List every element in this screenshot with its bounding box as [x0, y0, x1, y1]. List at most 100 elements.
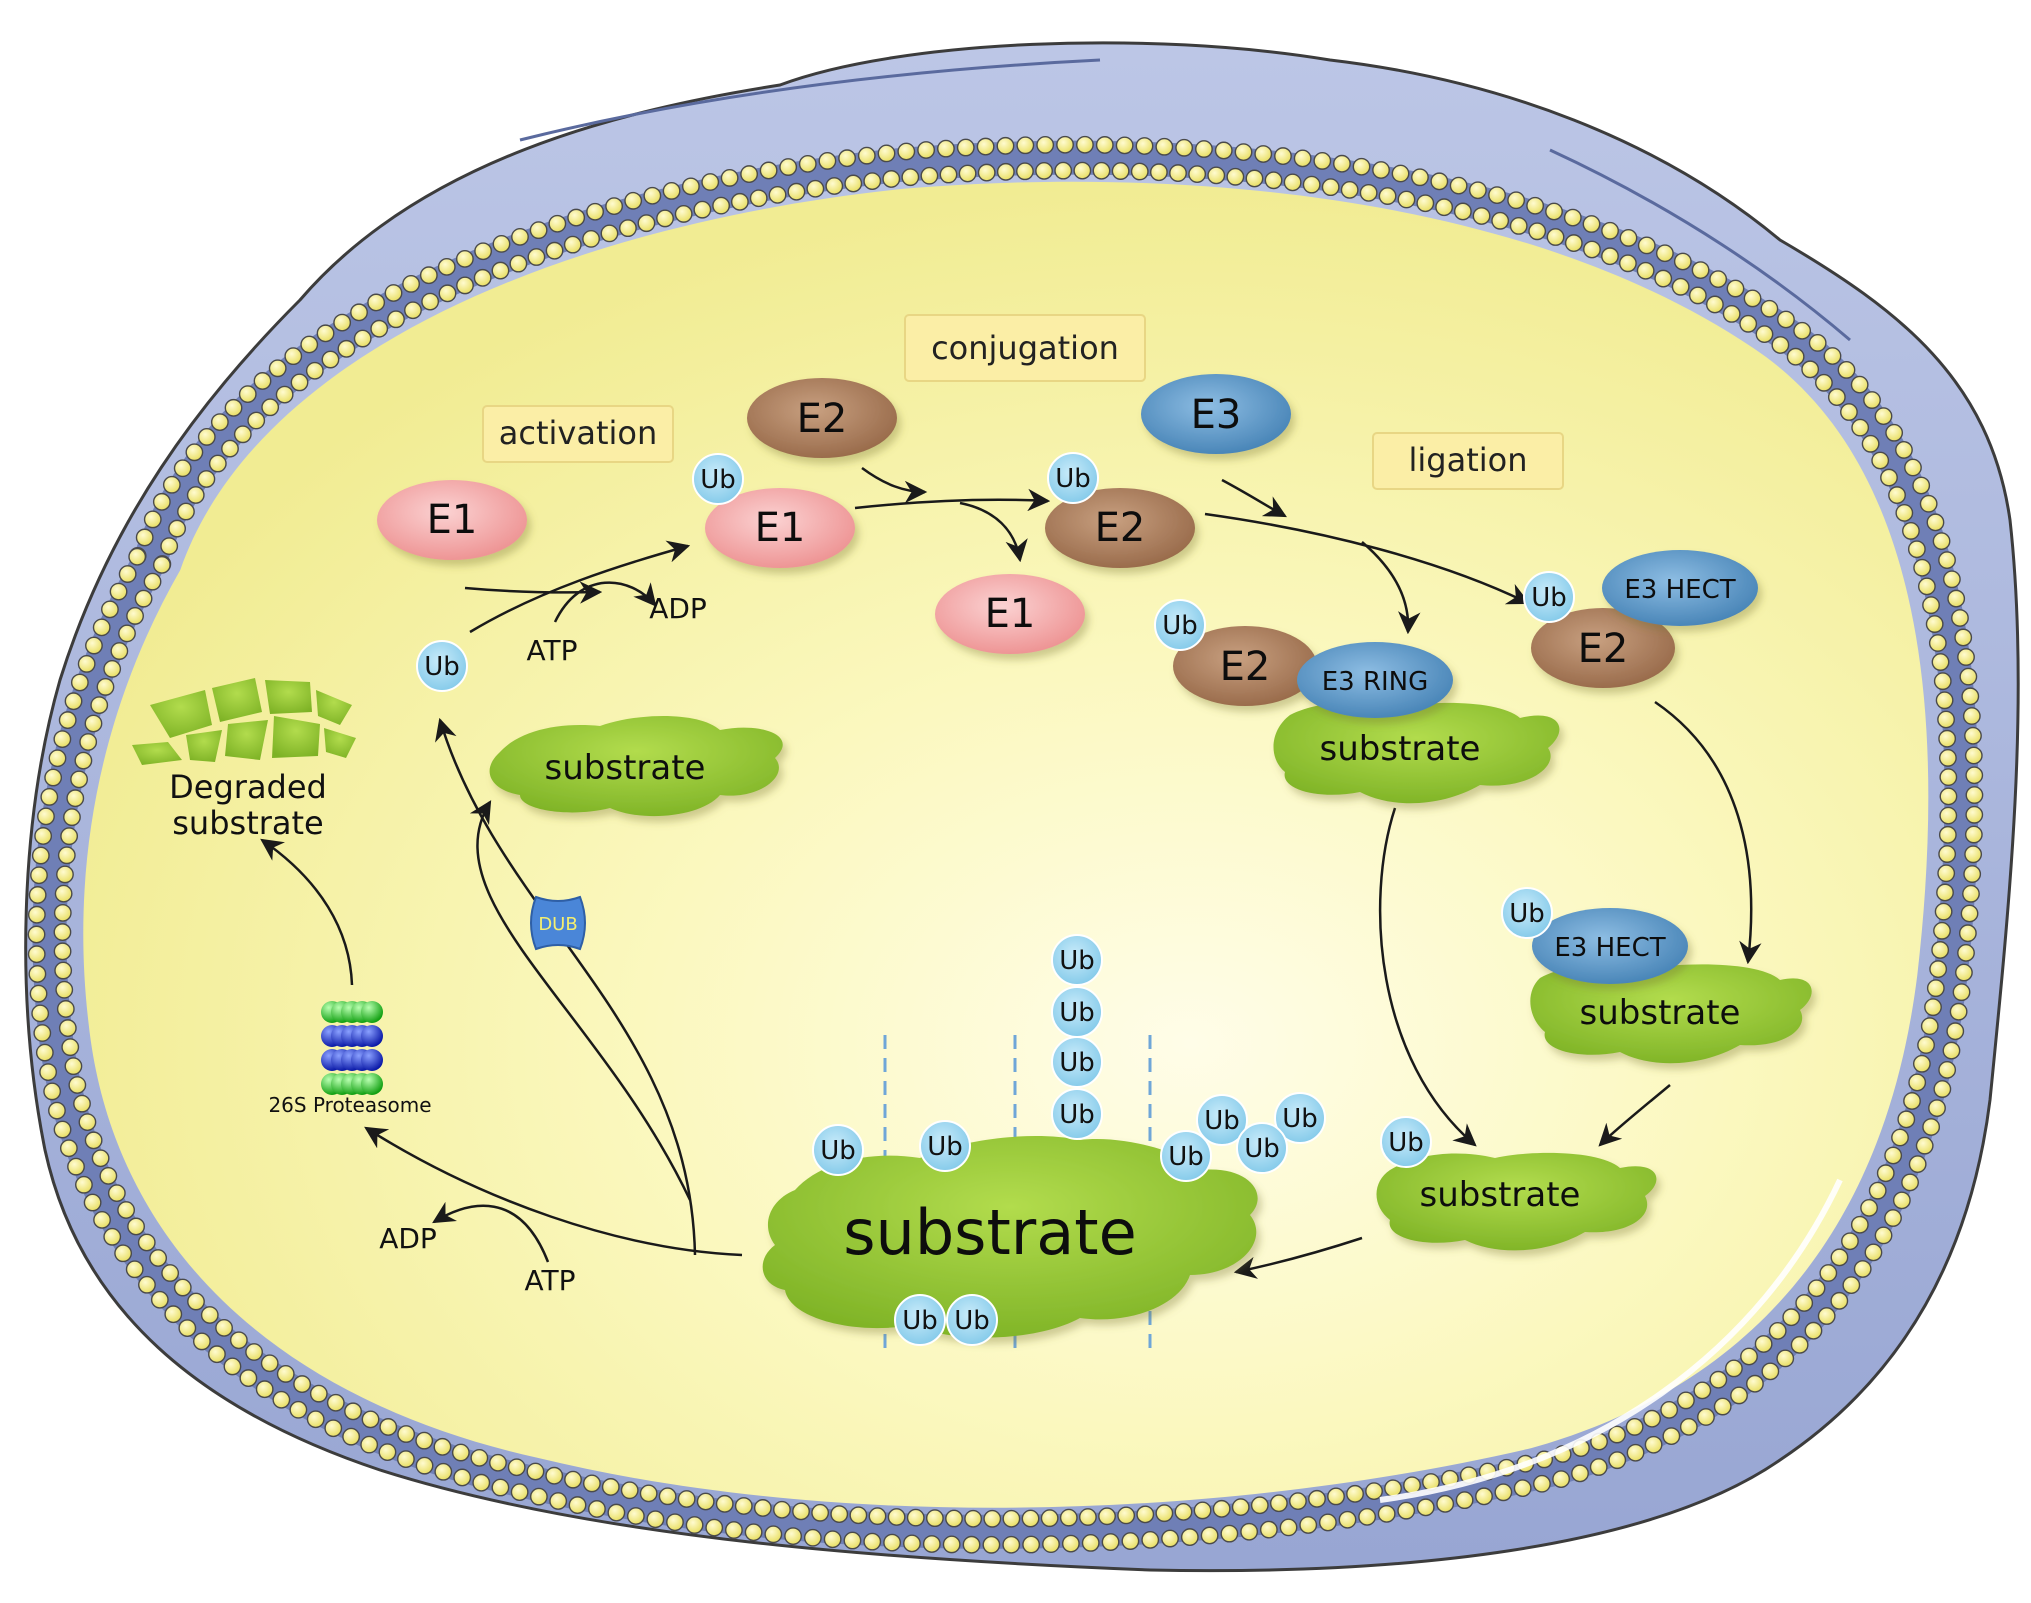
arrow-release-e1	[959, 501, 1028, 563]
membrane-bead	[1340, 180, 1359, 199]
membrane-bead	[44, 768, 63, 787]
membrane-bead	[1957, 648, 1975, 666]
membrane-bead	[1697, 1408, 1715, 1426]
membrane-bead	[1475, 1487, 1493, 1506]
membrane-bead	[40, 788, 59, 806]
membrane-bead	[58, 711, 77, 729]
membrane-bead	[582, 229, 600, 248]
proteasome-label: 26S Proteasome	[268, 1093, 431, 1117]
arrow-hect-to-substrate	[1654, 700, 1762, 965]
membrane-bead	[68, 1076, 87, 1094]
arrow-ring-to-substrate	[1378, 807, 1477, 1147]
substrate-polyubiquitinated: substrate	[762, 1136, 1258, 1338]
membrane-bead	[168, 519, 186, 538]
membrane-bead	[1922, 596, 1940, 615]
membrane-bead	[350, 303, 368, 322]
membrane-bead	[730, 192, 749, 211]
membrane-bead	[740, 165, 759, 183]
svg-text:conjugation: conjugation	[931, 329, 1119, 367]
membrane-bead	[637, 214, 656, 233]
membrane-bead	[1907, 540, 1926, 559]
membrane-bead	[1959, 667, 1978, 686]
membrane-bead	[57, 846, 76, 865]
membrane-bead	[126, 607, 144, 625]
membrane-bead	[1725, 1359, 1743, 1378]
membrane-bead	[922, 1535, 941, 1553]
membrane-bead	[1771, 336, 1790, 354]
membrane-bead	[1081, 1534, 1100, 1552]
membrane-bead	[1795, 1294, 1814, 1312]
membrane-bead	[1776, 1349, 1795, 1368]
membrane-bead	[99, 1166, 118, 1185]
membrane-bead	[1619, 229, 1638, 247]
e1-released: E1	[935, 574, 1085, 654]
membrane-bead	[1338, 1510, 1357, 1529]
membrane-bead	[1853, 1260, 1872, 1278]
membrane-bead	[162, 475, 181, 494]
membrane-bead	[1965, 805, 1984, 824]
membrane-bead	[1917, 577, 1936, 596]
membrane-bead	[1739, 314, 1758, 333]
membrane-bead	[1915, 1136, 1934, 1155]
membrane-bead	[662, 182, 681, 200]
membrane-bead	[656, 209, 674, 228]
svg-text:E2: E2	[1220, 644, 1271, 690]
membrane-bead	[803, 1528, 822, 1547]
membrane-bead	[337, 339, 356, 358]
membrane-bead	[1327, 1487, 1345, 1506]
membrane-bead	[309, 1384, 328, 1403]
proteasome-core-subunit	[361, 1025, 383, 1047]
svg-text:E1: E1	[985, 591, 1036, 637]
svg-text:E1: E1	[427, 497, 478, 543]
ub-label: Ub	[1282, 1104, 1318, 1134]
membrane-bead	[1908, 1155, 1927, 1174]
membrane-bead	[1884, 1146, 1903, 1165]
membrane-bead	[293, 1375, 312, 1393]
membrane-bead	[1962, 707, 1981, 725]
membrane-bead	[143, 572, 162, 591]
membrane-bead	[1938, 1060, 1957, 1079]
svg-text:DUB: DUB	[538, 914, 577, 935]
membrane-bead	[1111, 162, 1130, 180]
membrane-bead	[1313, 152, 1332, 170]
membrane-bead	[1815, 373, 1833, 392]
membrane-bead	[1299, 1516, 1318, 1534]
ub-molecule: Ub	[1051, 1088, 1103, 1140]
membrane-bead	[470, 1448, 489, 1467]
membrane-bead	[1912, 1054, 1931, 1073]
e1-free: E1	[377, 480, 527, 560]
membrane-bead	[1455, 1491, 1474, 1510]
membrane-bead	[474, 242, 493, 261]
membrane-bead	[114, 1244, 133, 1263]
membrane-bead	[344, 1402, 362, 1421]
svg-text:ligation: ligation	[1409, 441, 1528, 479]
membrane-bead	[1036, 136, 1055, 154]
membrane-bead	[1491, 211, 1510, 230]
membrane-bead	[1293, 149, 1312, 168]
membrane-bead	[238, 385, 257, 404]
membrane-bead	[787, 182, 806, 201]
membrane-bead	[903, 1534, 921, 1553]
ub-label: Ub	[954, 1306, 990, 1336]
membrane-bead	[221, 439, 239, 458]
membrane-bead	[1913, 558, 1932, 577]
membrane-bead	[1513, 1479, 1532, 1498]
ub-molecule: Ub	[692, 453, 744, 505]
membrane-bead	[1073, 161, 1092, 180]
membrane-bead	[451, 1443, 470, 1462]
membrane-bead	[208, 1345, 226, 1364]
membrane-bead	[353, 329, 372, 348]
membrane-bead	[90, 696, 109, 715]
membrane-bead	[1660, 1400, 1679, 1419]
membrane-bead	[1274, 147, 1292, 165]
membrane-bead	[361, 1410, 380, 1429]
substrate-mono-ub: substrate	[1376, 1152, 1657, 1251]
membrane-bead	[56, 1000, 75, 1018]
atp-label-activation: ATP	[527, 634, 578, 667]
membrane-bead	[548, 214, 567, 233]
membrane-bead	[1860, 1198, 1878, 1217]
arrow-hect-substrate-to-ubsub	[1598, 1084, 1671, 1147]
membrane-bead	[415, 1431, 434, 1450]
membrane-bead	[456, 276, 474, 295]
membrane-bead	[962, 1535, 981, 1554]
